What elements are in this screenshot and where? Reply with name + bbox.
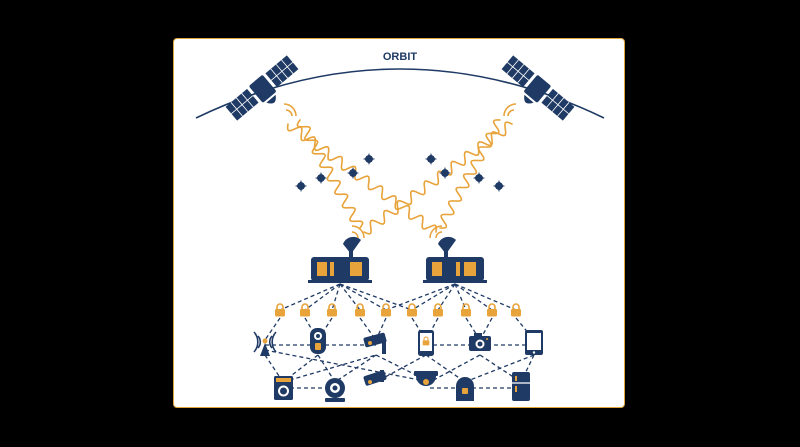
smartphone-lock-icon xyxy=(418,330,434,356)
smart-lock-icon xyxy=(456,377,474,401)
lock-icon xyxy=(274,303,286,317)
washing-machine-icon xyxy=(274,376,293,400)
satellite-icon xyxy=(225,55,299,121)
orbit-label: ORBIT xyxy=(383,51,418,63)
lock-icon xyxy=(380,303,392,317)
security-camera-icon xyxy=(363,370,387,386)
tablet-icon xyxy=(525,330,543,355)
lock-icon xyxy=(406,303,418,317)
network-links xyxy=(264,283,535,389)
ground-station-icon xyxy=(308,225,372,283)
lock-icon xyxy=(299,303,311,317)
dome-camera-icon xyxy=(414,371,438,386)
interference-markers xyxy=(294,152,506,193)
doorbell-camera-icon xyxy=(310,328,326,354)
refrigerator-icon xyxy=(512,372,530,401)
ground-station-icon xyxy=(423,225,487,283)
signal-waves xyxy=(286,119,513,235)
lock-icon xyxy=(460,303,472,317)
webcam-icon xyxy=(325,378,345,402)
lock-icon xyxy=(486,303,498,317)
lock-icon-row xyxy=(274,303,522,317)
lock-icon xyxy=(354,303,366,317)
lock-icon xyxy=(432,303,444,317)
lock-icon xyxy=(510,303,522,317)
satellite-icon xyxy=(501,55,575,121)
lock-icon xyxy=(326,303,338,317)
security-camera-icon xyxy=(363,332,387,354)
wifi-tower-icon xyxy=(253,331,277,356)
camera-icon xyxy=(469,333,491,351)
